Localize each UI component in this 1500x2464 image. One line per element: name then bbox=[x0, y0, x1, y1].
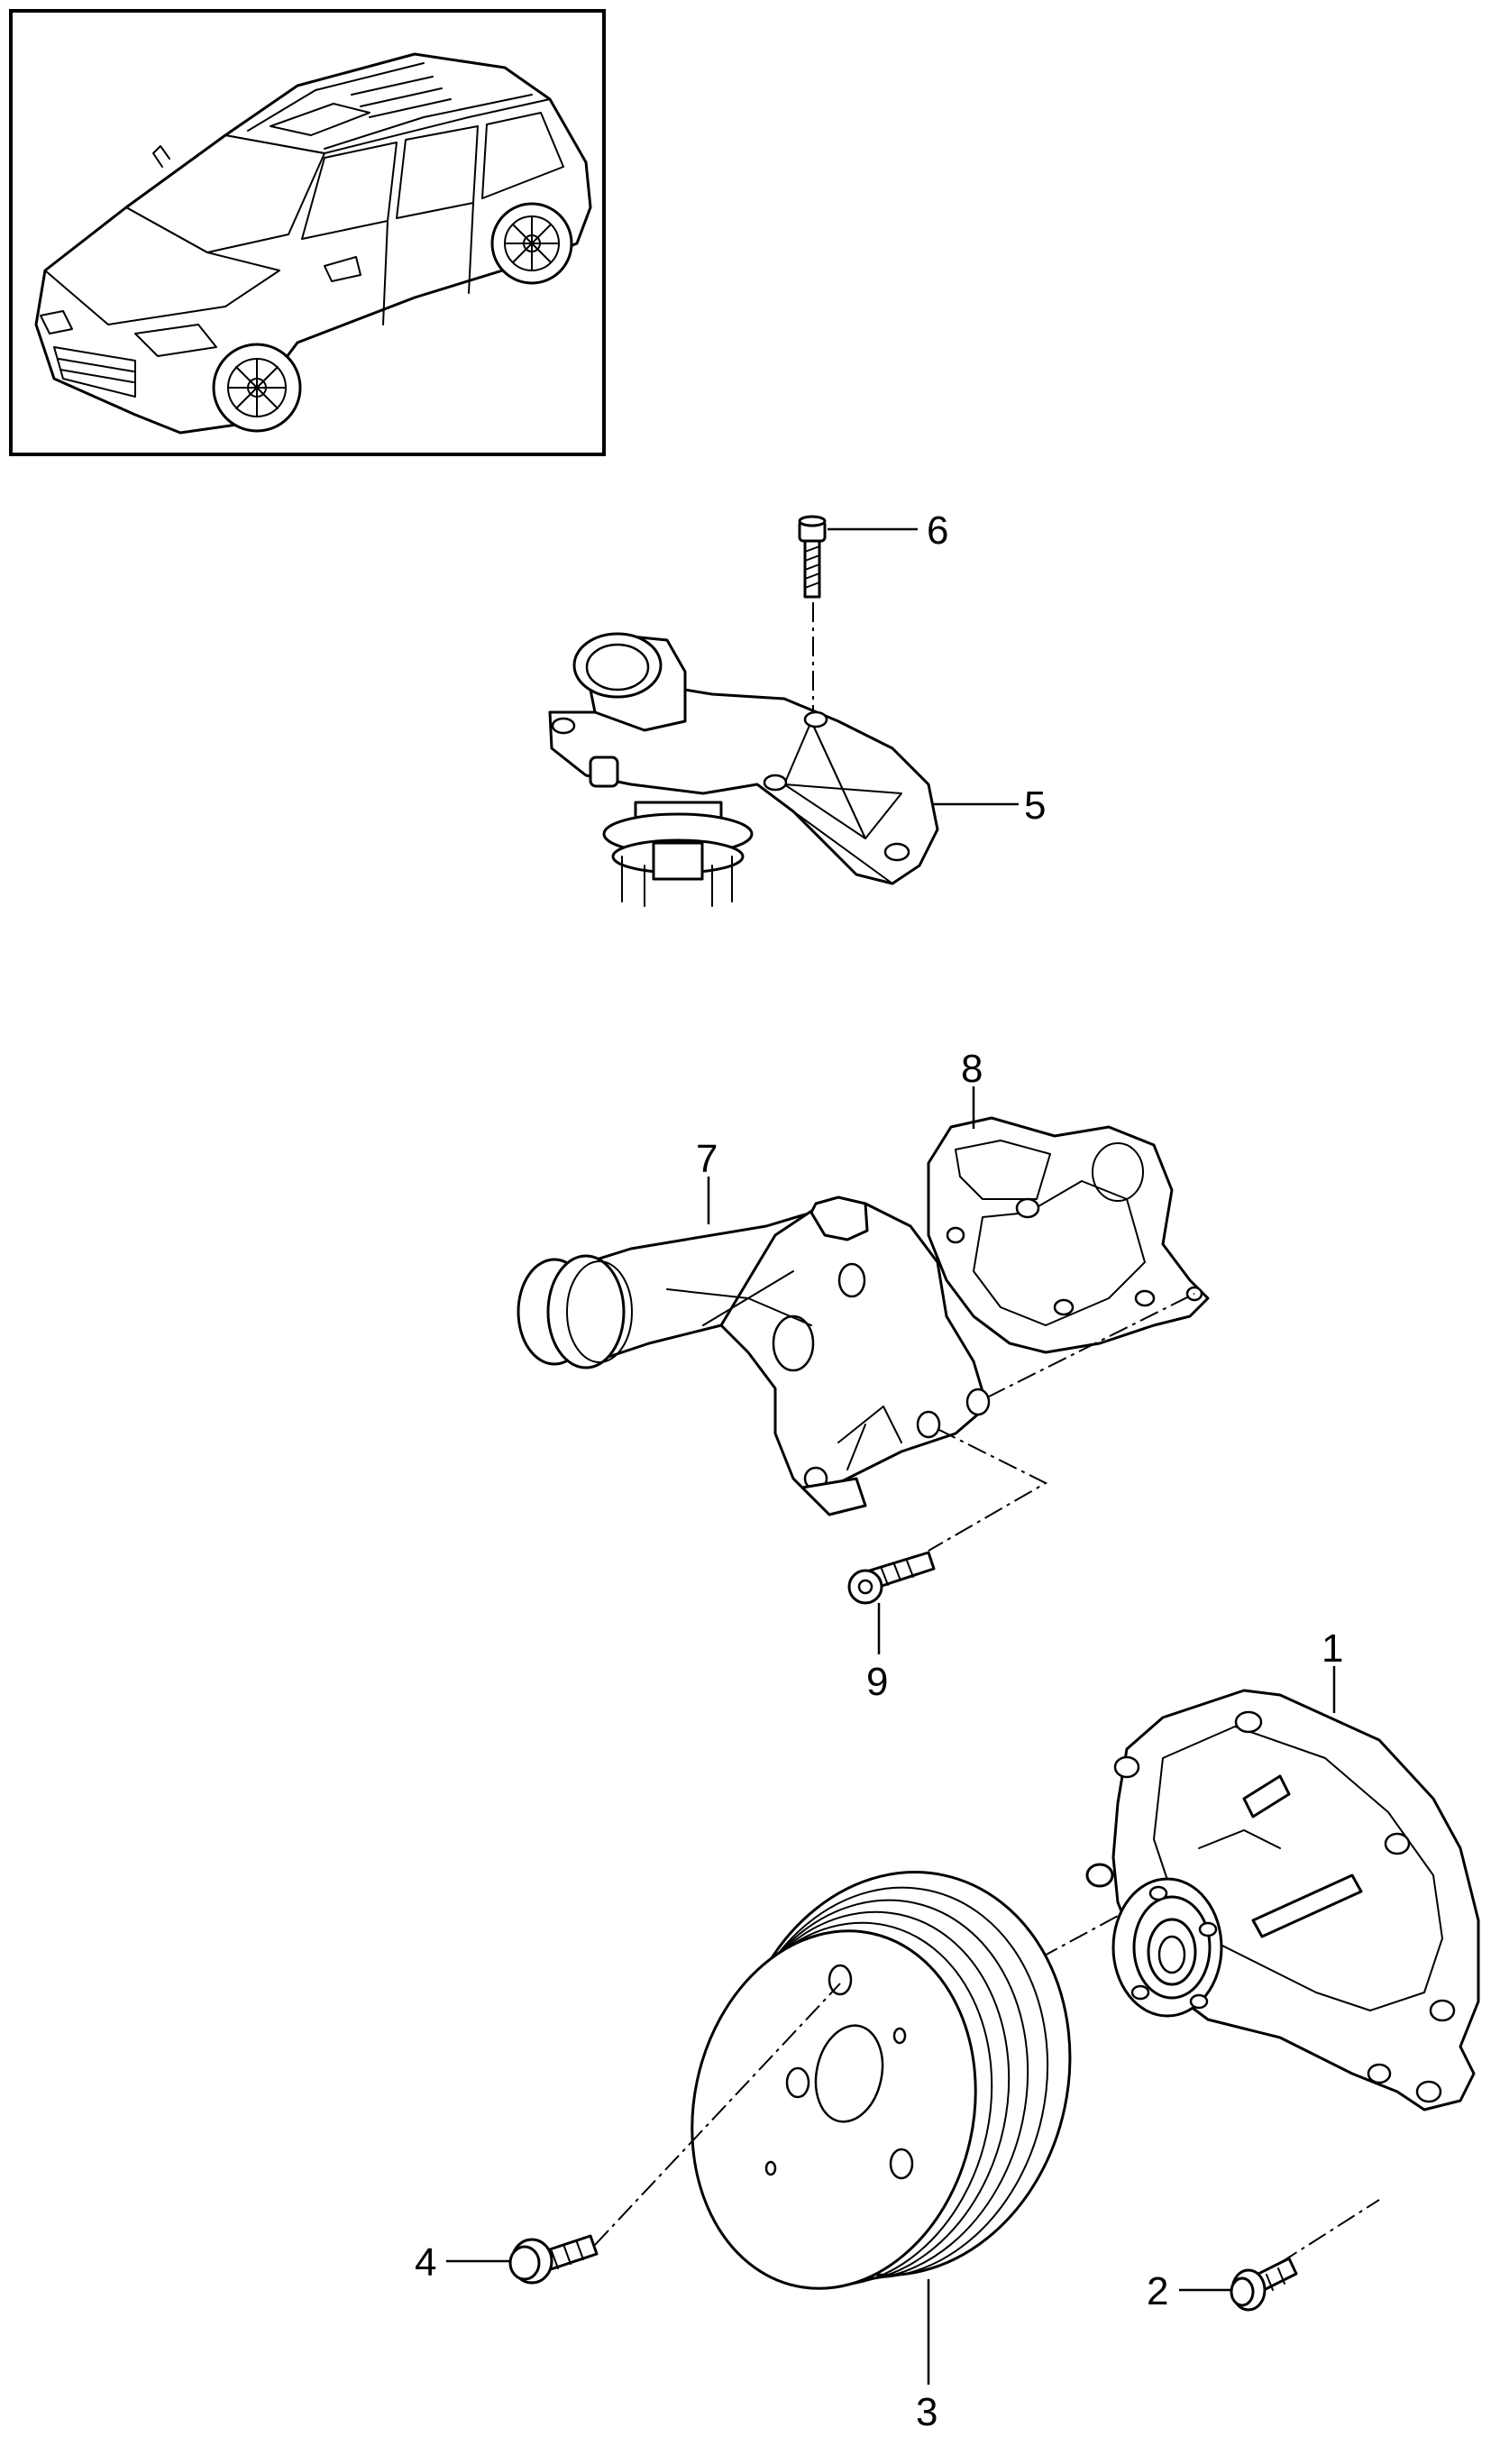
callout-1: 1 bbox=[1322, 1626, 1343, 1671]
callout-4: 4 bbox=[415, 2240, 436, 2285]
part-7-coolant-pipe-housing bbox=[517, 1195, 991, 1516]
callout-7: 7 bbox=[696, 1137, 718, 1181]
suv-illustration bbox=[34, 52, 592, 435]
axis-line-part-9 bbox=[928, 1428, 1048, 1552]
callout-3: 3 bbox=[916, 2390, 938, 2434]
part-9-bolt bbox=[847, 1551, 936, 1605]
axis-line-part-2 bbox=[1279, 2199, 1380, 2264]
callout-9: 9 bbox=[866, 1660, 888, 1704]
part-4-flange-bolt bbox=[508, 2234, 599, 2285]
part-2-bolt bbox=[1230, 2257, 1298, 2312]
callout-6: 6 bbox=[927, 508, 948, 553]
callout-8: 8 bbox=[961, 1047, 983, 1091]
part-6-bolt bbox=[798, 515, 827, 599]
callout-2: 2 bbox=[1147, 2269, 1168, 2313]
callout-5: 5 bbox=[1024, 783, 1046, 828]
vehicle-inset bbox=[9, 9, 606, 456]
axis-line-part-4 bbox=[594, 1983, 841, 2246]
part-8-gasket bbox=[927, 1116, 1210, 1354]
part-3-pulley bbox=[691, 1871, 1072, 2290]
axis-line-part-1-pulley bbox=[1009, 1915, 1119, 1975]
part-5-thermostat-housing bbox=[548, 632, 939, 907]
axis-line-part-7-gasket bbox=[986, 1293, 1195, 1398]
part-1-water-pump bbox=[1085, 1689, 1480, 2111]
